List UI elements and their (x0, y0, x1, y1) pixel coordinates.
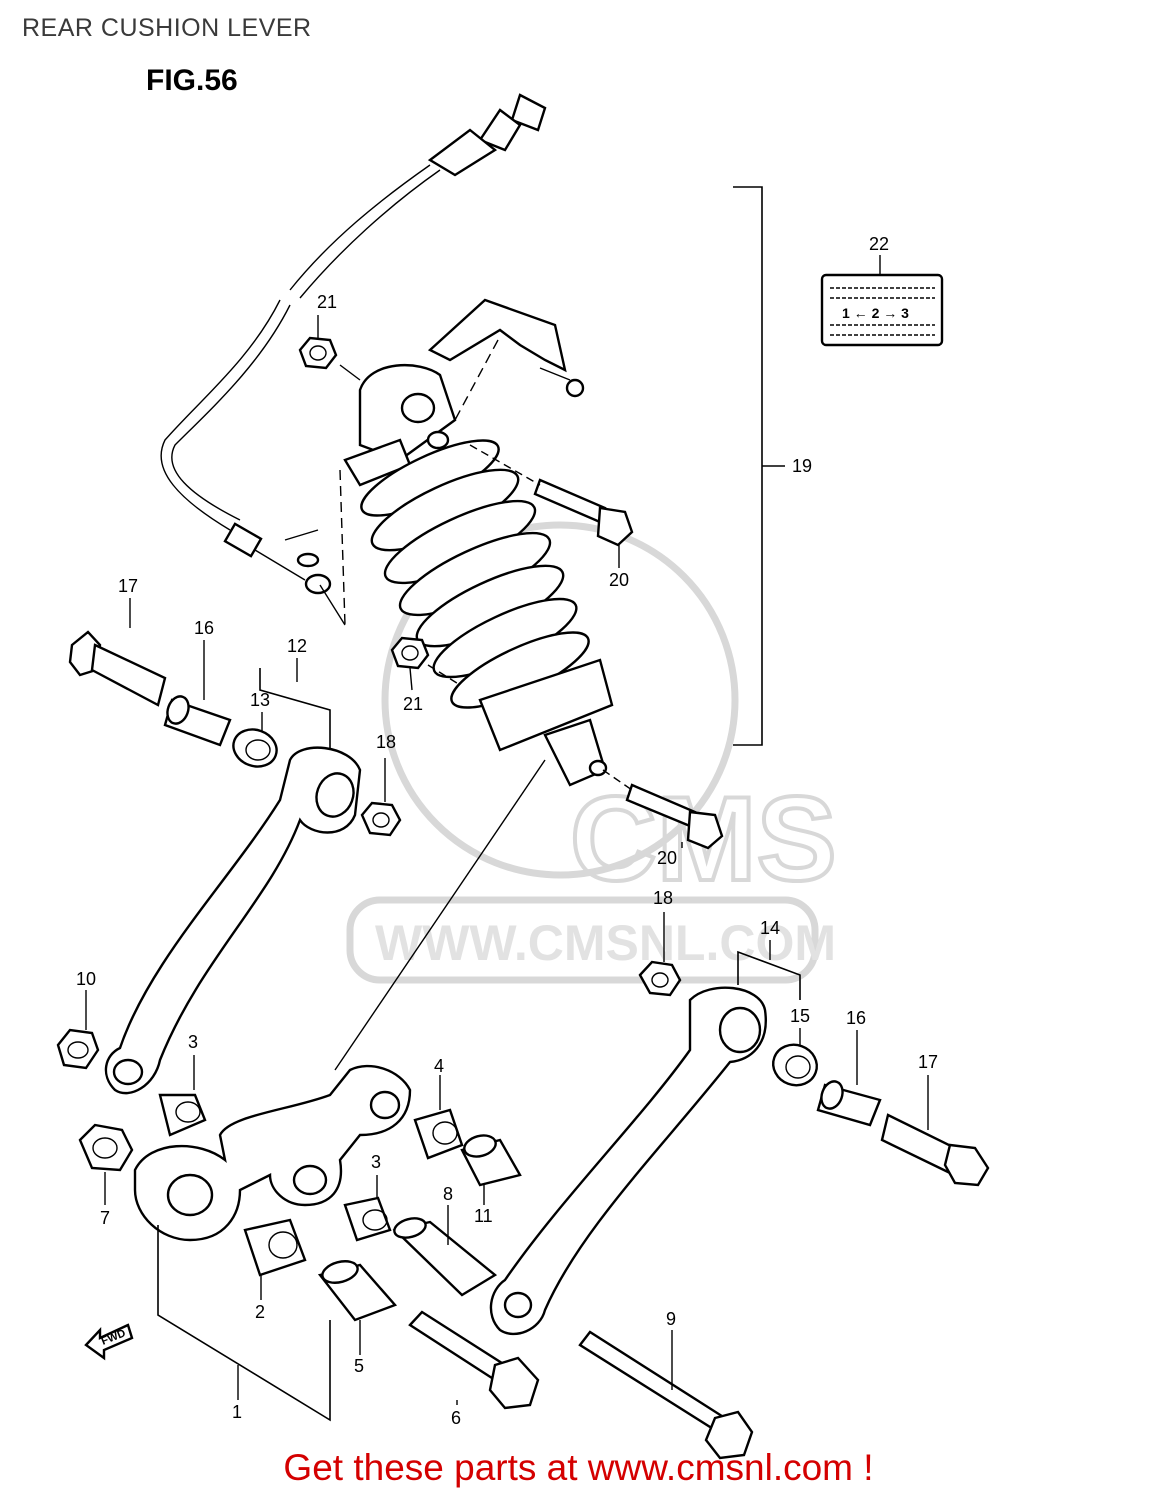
bearing-15 (772, 1028, 818, 1087)
spacer-16-right (816, 1030, 882, 1127)
spacer-5 (317, 1260, 398, 1355)
spacer-16-left (163, 640, 232, 747)
bolt-17-right (880, 1075, 990, 1187)
watermark-url: WWW.CMSNL.COM (375, 915, 836, 971)
nut-21-lower (390, 636, 461, 691)
callout-19: 19 (792, 456, 812, 476)
callout-9: 9 (666, 1309, 676, 1329)
bolt-9 (578, 1330, 754, 1460)
callout-5: 5 (354, 1356, 364, 1376)
rear-shock-absorber (343, 298, 614, 787)
callout-17-right: 17 (918, 1052, 938, 1072)
callout-2: 2 (255, 1302, 265, 1322)
bolt-17-left (68, 598, 167, 707)
bolt-20-lower (602, 769, 724, 850)
callout-8: 8 (443, 1184, 453, 1204)
nut-7 (78, 1123, 134, 1205)
nut-10 (56, 990, 100, 1070)
cushion-rod-12 (104, 658, 362, 1095)
callout-3-right: 3 (371, 1152, 381, 1172)
callout-4: 4 (434, 1056, 444, 1076)
nut-18-upper (360, 758, 402, 837)
nut-21-upper (298, 315, 361, 381)
bracket-19 (733, 186, 785, 746)
nut-18-lower (638, 912, 682, 997)
bearing-3-right (343, 1175, 392, 1242)
callout-12: 12 (287, 636, 307, 656)
bearing-4 (413, 1075, 464, 1160)
callout-14: 14 (760, 918, 780, 938)
bolt-6 (408, 1310, 540, 1410)
bearing-2 (243, 1218, 307, 1300)
callout-1: 1 (232, 1402, 242, 1422)
page-title: REAR CUSHION LEVER (22, 14, 312, 42)
callout-6: 6 (451, 1408, 461, 1428)
callout-16-left: 16 (194, 618, 214, 638)
callout-numbers: 1 2 3 3 4 5 6 7 8 9 10 11 12 13 14 15 16… (76, 234, 938, 1428)
callout-13: 13 (250, 690, 270, 710)
callout-21-lower: 21 (403, 694, 423, 714)
remote-adjuster-cable (160, 93, 547, 626)
callout-16-right: 16 (846, 1008, 866, 1028)
label-22: 1 ← 2 → 3 (820, 255, 944, 347)
callout-21-upper: 21 (317, 292, 337, 312)
callout-17-left: 17 (118, 576, 138, 596)
footer-link-text[interactable]: Get these parts at www.cmsnl.com ! (283, 1447, 874, 1488)
callout-20-upper: 20 (609, 570, 629, 590)
callout-11: 11 (474, 1206, 493, 1226)
callout-22: 22 (869, 234, 889, 254)
callout-3-left: 3 (188, 1032, 198, 1052)
callout-18-upper: 18 (376, 732, 396, 752)
callout-18-lower: 18 (653, 888, 673, 908)
bearing-3-left (158, 1055, 207, 1137)
cushion-lever-1 (133, 759, 546, 1422)
callout-15: 15 (790, 1006, 810, 1026)
cushion-rod-14 (489, 940, 801, 1336)
callout-7: 7 (100, 1208, 110, 1228)
fwd-arrow-icon: FWD (84, 1323, 134, 1361)
callout-10: 10 (76, 969, 96, 989)
spacer-11 (460, 1134, 522, 1205)
bolt-20-upper (469, 444, 634, 568)
callout-20-lower: 20 (657, 848, 677, 868)
bearing-13 (232, 712, 278, 768)
label-22-text: 1 ← 2 → 3 (842, 305, 909, 321)
figure-label: FIG.56 (146, 64, 238, 97)
spacer-8 (392, 1205, 498, 1297)
